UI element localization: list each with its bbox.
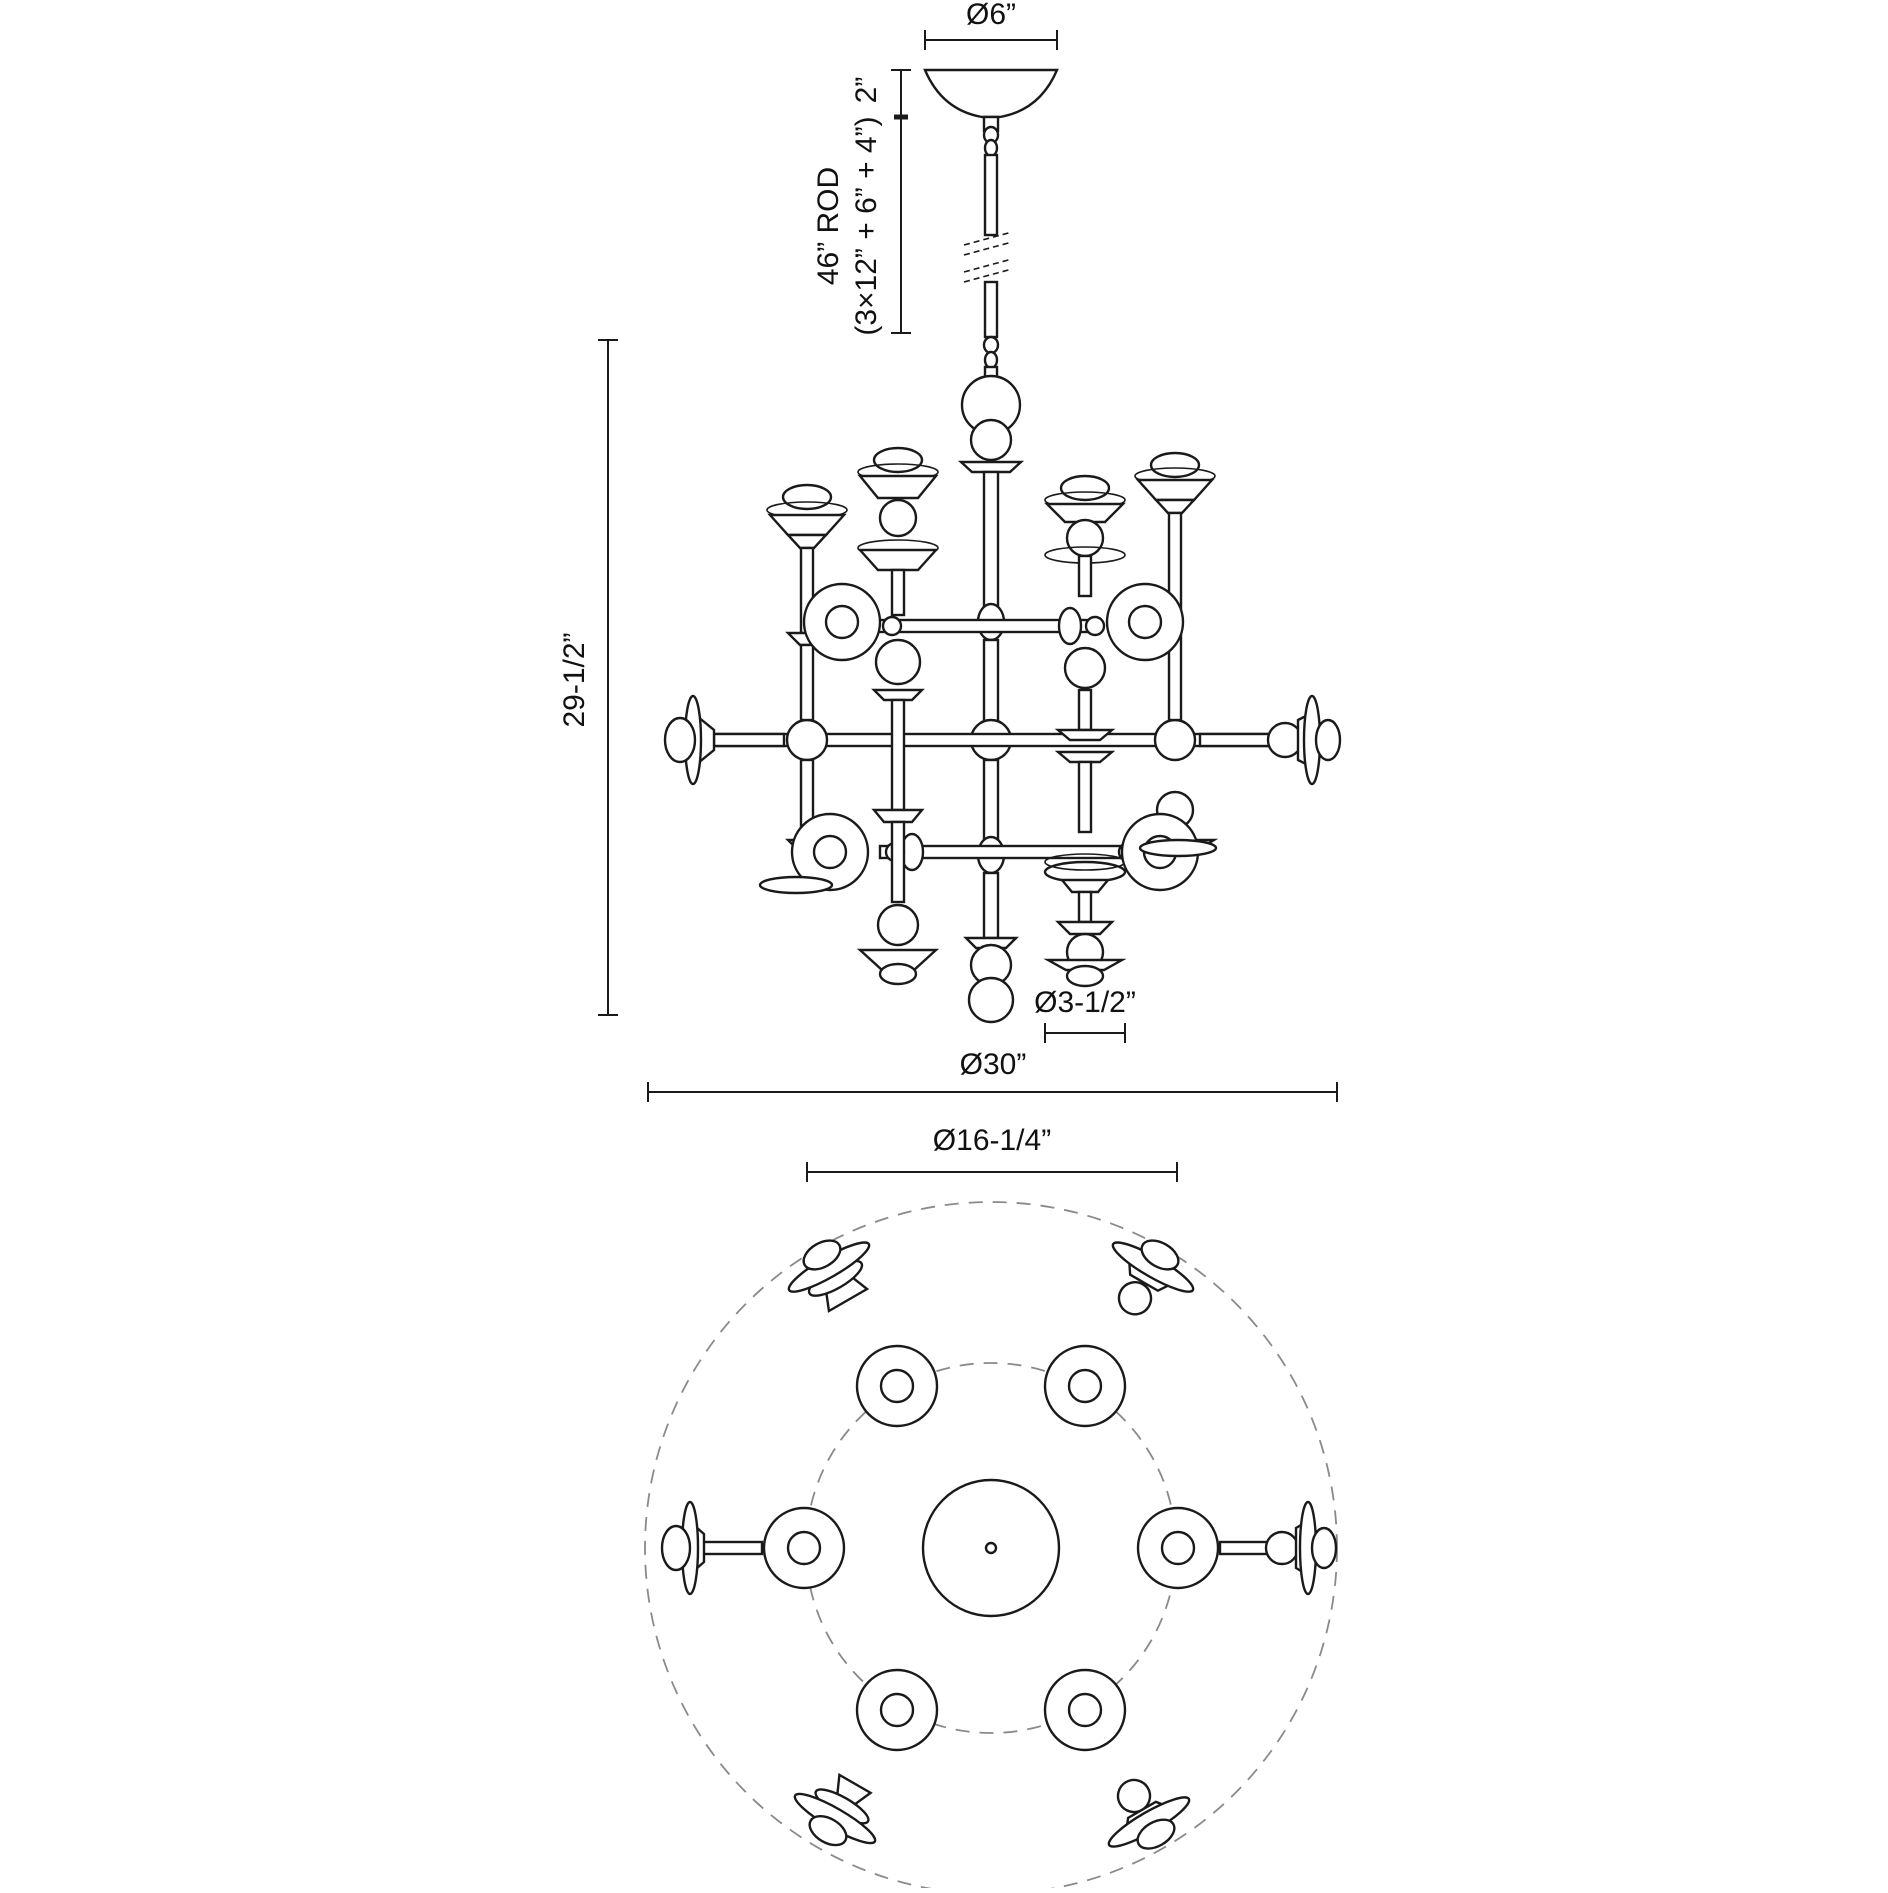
front-shade-upper-right bbox=[1105, 582, 1185, 662]
plan-outer-shade-left bbox=[660, 1500, 764, 1596]
plan-inner-shade-top-right bbox=[1043, 1344, 1127, 1428]
plan-outer-shade-right bbox=[1218, 1500, 1338, 1596]
canopy-diameter-label: Ø6” bbox=[966, 0, 1016, 31]
right-horizontal-shade bbox=[1198, 694, 1342, 786]
overall-diameter-label: Ø30” bbox=[960, 1048, 1027, 1081]
front-shade-upper-left bbox=[802, 582, 882, 662]
plan-outer-shade-bottom-right bbox=[1107, 1778, 1191, 1850]
fixture-height-label: 29-1/2” bbox=[558, 632, 591, 727]
plan-inner-shade-bottom-right bbox=[1043, 1668, 1127, 1752]
plan-outer-shade-bottom-left bbox=[793, 1772, 877, 1847]
height-dimension: 29-1/2” bbox=[558, 339, 618, 1016]
top-gap-label: 2” bbox=[850, 77, 883, 104]
rod-dimension: 2” 46” ROD (3×12” + 6” + 4”) bbox=[812, 69, 911, 336]
front-shade-lower-right bbox=[1120, 812, 1218, 892]
plan-inner-shade-bottom-left bbox=[855, 1668, 939, 1752]
rod-label: 46” ROD bbox=[812, 167, 845, 285]
plan-outer-shade-top-right bbox=[1111, 1239, 1195, 1316]
rod-break-marks bbox=[963, 231, 1013, 283]
elevation-view bbox=[663, 68, 1342, 1024]
overall-dimension: Ø30” bbox=[647, 1048, 1338, 1102]
rod-breakdown-label: (3×12” + 6” + 4”) bbox=[850, 116, 883, 335]
inner-left-column-arm bbox=[856, 446, 940, 986]
inner-right-column-arm bbox=[1043, 474, 1127, 988]
left-horizontal-shade bbox=[663, 694, 786, 786]
plan-inner-shade-left bbox=[762, 1506, 846, 1590]
plan-inner-shade-right bbox=[1136, 1506, 1220, 1590]
canopy bbox=[923, 68, 1059, 119]
plan-inner-shade-top-left bbox=[855, 1344, 939, 1428]
left-column-arm bbox=[766, 483, 848, 856]
plan-outer-shade-top-left bbox=[787, 1239, 871, 1313]
inner-dimension: Ø16-1/4” bbox=[806, 1124, 1178, 1182]
inner-diameter-label: Ø16-1/4” bbox=[933, 1124, 1051, 1157]
canopy-dimension: Ø6” bbox=[924, 0, 1058, 50]
front-shade-lower-left bbox=[758, 812, 870, 895]
shade-dimension: Ø3-1/2” bbox=[1034, 986, 1136, 1043]
plan-view bbox=[644, 1201, 1338, 1893]
shade-diameter-label: Ø3-1/2” bbox=[1034, 986, 1136, 1019]
